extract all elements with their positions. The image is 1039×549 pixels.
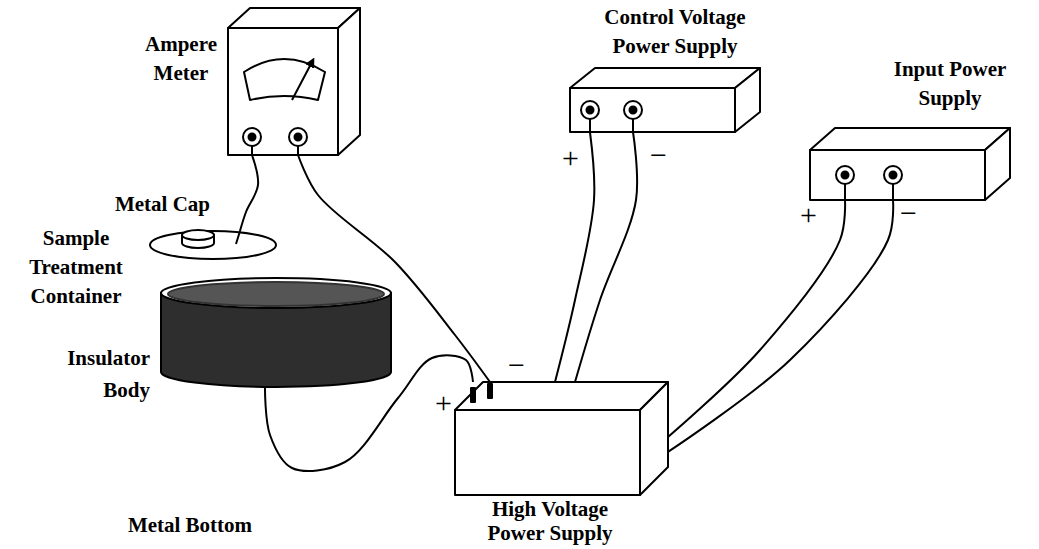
wire [555,132,594,382]
wire [298,155,490,382]
device-label: High Voltage Power Supply [470,497,630,545]
wire [265,355,473,471]
part-label: Metal Cap [100,190,225,219]
high-voltage-supply-box [455,382,668,495]
sample-container: Sample Treatment ContainerInsulator Body… [161,278,391,387]
control-voltage-supply: Control Voltage Power Supply [570,68,760,132]
high-voltage-supply: High Voltage Power Supply [455,382,668,495]
polarity-sign: − [508,350,525,380]
part-label: Metal Bottom [120,511,260,540]
wire [668,200,845,437]
polarity-sign: − [900,198,917,228]
polarity-sign: + [800,200,817,230]
polarity-sign: − [650,140,667,170]
control-supply-box [570,68,760,132]
ampere-meter-body [228,8,360,155]
polarity-sign: + [562,143,579,173]
polarity-sign: + [435,388,452,418]
wire [575,132,637,382]
device-label: Control Voltage Power Supply [580,3,770,61]
device-label: Ampere Meter [140,30,222,88]
input-supply-box [810,128,1010,200]
device-label: Input Power Supply [875,55,1025,113]
part-label: Sample Treatment Container [2,224,150,311]
metal-cap-shape [150,230,276,259]
wire [240,155,258,231]
input-power-supply: Input Power Supply [810,128,1010,200]
ampere-meter: Ampere Meter [228,8,360,155]
wire [668,200,893,452]
part-label: Insulator Body [40,342,150,406]
sample-container-shape [161,278,391,387]
metal-cap: Metal Cap [150,231,276,259]
